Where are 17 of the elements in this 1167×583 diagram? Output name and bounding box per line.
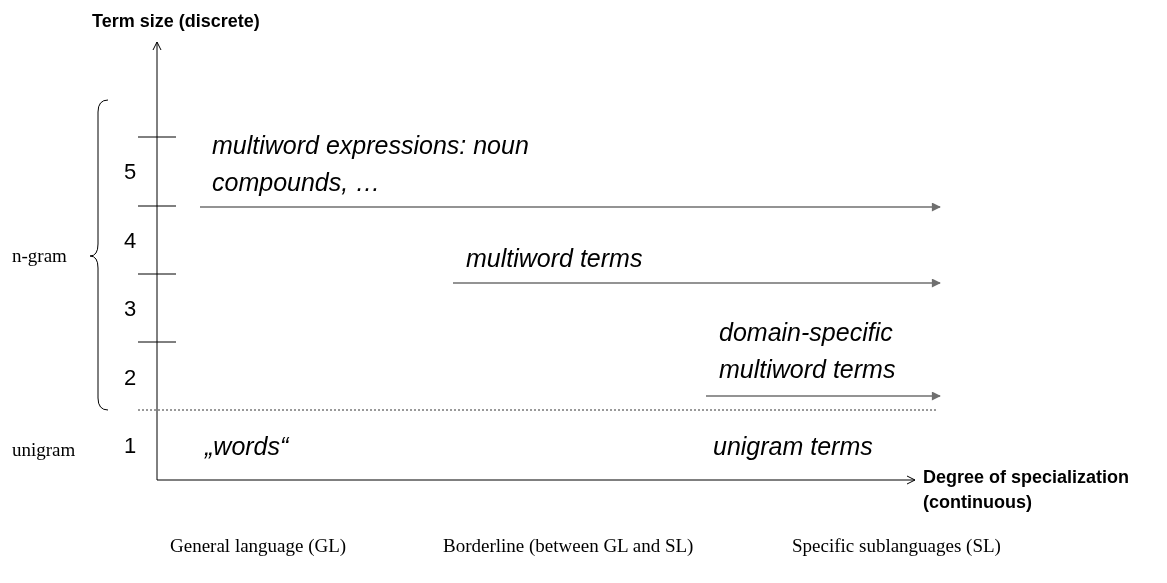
term-type-label: unigram terms bbox=[713, 431, 874, 462]
term-type-label: multiword expressions: noun compounds, … bbox=[212, 130, 530, 198]
axis-title: Degree of specialization (continuous) bbox=[923, 466, 1131, 514]
term-type-label: „words“ bbox=[205, 431, 290, 462]
term-type-label: domain-specific multiword terms bbox=[719, 317, 897, 385]
term-type-label: multiword terms bbox=[466, 243, 644, 274]
group-label: n-gram bbox=[12, 244, 68, 268]
tick-label: 1 bbox=[124, 433, 138, 459]
tick-label: 5 bbox=[124, 159, 138, 185]
tick-label: 4 bbox=[124, 228, 138, 254]
category-label: Specific sublanguages (SL) bbox=[792, 534, 1002, 558]
category-label: Borderline (between GL and SL) bbox=[443, 534, 695, 558]
axis-title: Term size (discrete) bbox=[92, 10, 261, 33]
tick-label: 3 bbox=[124, 296, 138, 322]
group-label: unigram bbox=[12, 438, 77, 462]
category-label: General language (GL) bbox=[170, 534, 348, 558]
tick-label: 2 bbox=[124, 365, 138, 391]
